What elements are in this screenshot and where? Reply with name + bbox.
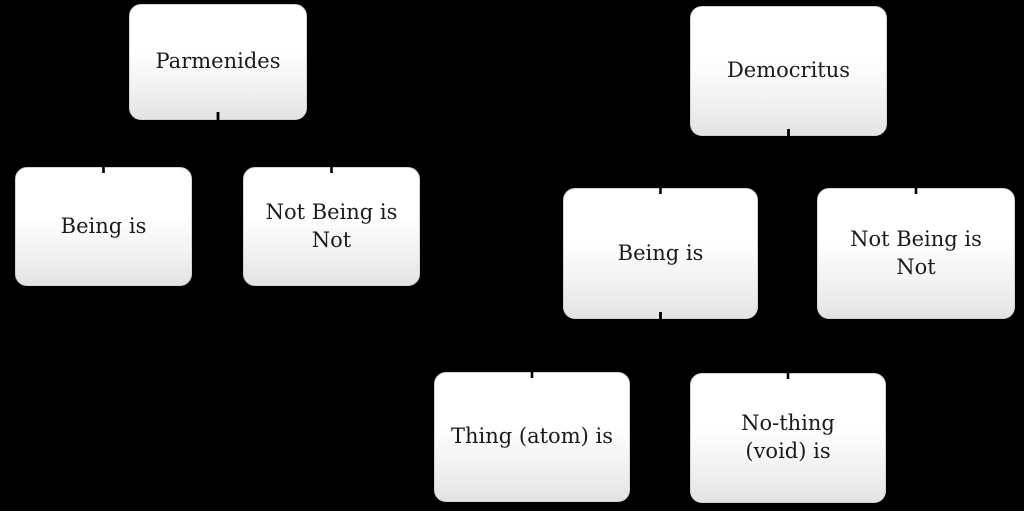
node-being-is-parmenides: Being is xyxy=(15,167,192,286)
connector-democritus-being xyxy=(659,129,790,194)
node-democritus: Democritus xyxy=(690,6,887,136)
node-parmenides: Parmenides xyxy=(129,4,307,120)
connector-being-nothing-void xyxy=(659,312,790,379)
node-thing-atom-is: Thing (atom) is xyxy=(434,372,630,502)
node-no-thing-void-is: No-thing (void) is xyxy=(690,373,886,503)
node-label: Democritus xyxy=(726,58,851,83)
node-label: Not Being is Not xyxy=(850,226,982,279)
node-being-is-democritus: Being is xyxy=(563,188,758,319)
node-label: Not Being is Not xyxy=(265,199,398,252)
connector-parmenides-notbeing xyxy=(216,112,333,173)
node-not-being-is-not-democritus: Not Being is Not xyxy=(817,188,1015,319)
node-label: Thing (atom) is xyxy=(451,424,613,449)
node-not-being-is-not-parmenides: Not Being is Not xyxy=(243,167,420,286)
node-label: Parmenides xyxy=(155,49,281,74)
connector-parmenides-being xyxy=(102,112,220,173)
connector-democritus-notbeing xyxy=(787,129,918,194)
node-label: No-thing (void) is xyxy=(741,411,835,463)
connector-being-thing-atom xyxy=(530,312,662,378)
node-label: Being is xyxy=(60,213,147,238)
node-label: Being is xyxy=(617,240,704,265)
